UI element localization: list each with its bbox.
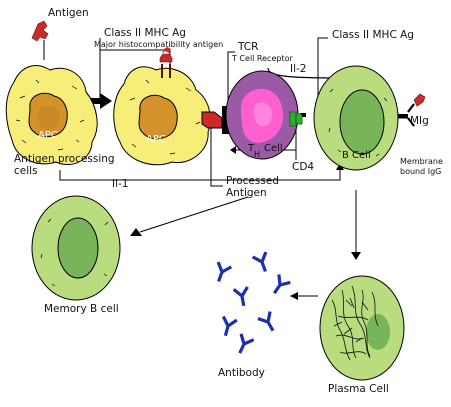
label-processed-1: Processed <box>226 175 279 187</box>
label-antigen-processing-1: Antigen processing <box>14 153 115 165</box>
label-antibody: Antibody <box>218 367 265 379</box>
cd4-receptor-icon <box>289 111 303 127</box>
label-memory-b: Memory B cell <box>44 303 119 315</box>
antibody-icon <box>238 333 255 354</box>
label-apc-middle: APC <box>146 134 166 145</box>
label-membrane-2: bound IgG <box>400 167 441 176</box>
antibody-group <box>216 251 291 354</box>
b-cell <box>313 65 399 171</box>
arrow-apc-to-apc <box>88 93 112 109</box>
antibody-icon <box>272 274 291 295</box>
label-class2-mhc-top: Class II MHC Ag <box>104 27 186 39</box>
antibody-icon <box>216 261 233 282</box>
memory-b-cell <box>31 195 121 301</box>
label-mig: MIg <box>410 115 429 127</box>
label-il1: Il-1 <box>112 178 128 190</box>
label-th-cell-rest: Cell <box>264 143 283 154</box>
il2-arrow <box>267 67 343 79</box>
t-helper-cell <box>225 70 299 160</box>
label-plasma: Plasma Cell <box>328 383 389 395</box>
label-processed-2: Antigen <box>226 187 267 199</box>
label-antigen-processing-2: cells <box>14 165 38 177</box>
apc-middle-nucleus <box>138 94 178 140</box>
label-tcr-full: T Cell Receptor <box>231 54 293 63</box>
arrow-to-memory-line <box>139 196 249 233</box>
plasma-er-strands <box>331 285 379 361</box>
antibody-icon <box>232 286 249 307</box>
antibody-icon <box>221 315 238 337</box>
antigen-icon-left <box>31 20 49 42</box>
class2-mhc-right-leader <box>317 37 328 120</box>
label-major-histo: Major histocompatibility antigen <box>94 40 223 49</box>
antibody-icon <box>251 251 268 272</box>
plasma-cell <box>319 275 405 381</box>
label-cd4: CD4 <box>292 161 314 173</box>
arrow-to-antibody-head <box>290 292 298 300</box>
b-cell-nucleus <box>339 89 385 155</box>
label-tcr: TCR <box>237 41 258 53</box>
memory-b-nucleus <box>57 217 99 279</box>
label-class2-mhc-right: Class II MHC Ag <box>332 29 414 41</box>
il1-line <box>59 168 341 181</box>
th-arrowhead <box>230 146 236 154</box>
apc-cell-middle <box>113 66 211 166</box>
label-il2: Il-2 <box>290 63 306 75</box>
label-th-cell-h: H <box>254 150 260 159</box>
label-antigen: Antigen <box>48 7 89 19</box>
arrow-to-memory-head <box>130 228 142 236</box>
mhc-antigen-icon-middle <box>159 47 173 78</box>
processed-antigen-leader <box>210 128 223 187</box>
label-th-cell-t: T <box>247 143 255 154</box>
apc-cell-left <box>5 65 98 165</box>
tcr-leader <box>227 51 235 110</box>
plasma-cell-nucleus <box>366 314 390 350</box>
arrow-th-to-bcell <box>300 113 306 117</box>
label-apc-left: APC <box>38 130 58 141</box>
label-b-cell: B Cell <box>342 150 371 161</box>
membrane-igg-icon <box>398 93 426 127</box>
label-membrane-1: Membrane <box>400 157 443 166</box>
antibody-icon <box>257 311 275 332</box>
arrow-to-plasma-head <box>351 252 361 260</box>
